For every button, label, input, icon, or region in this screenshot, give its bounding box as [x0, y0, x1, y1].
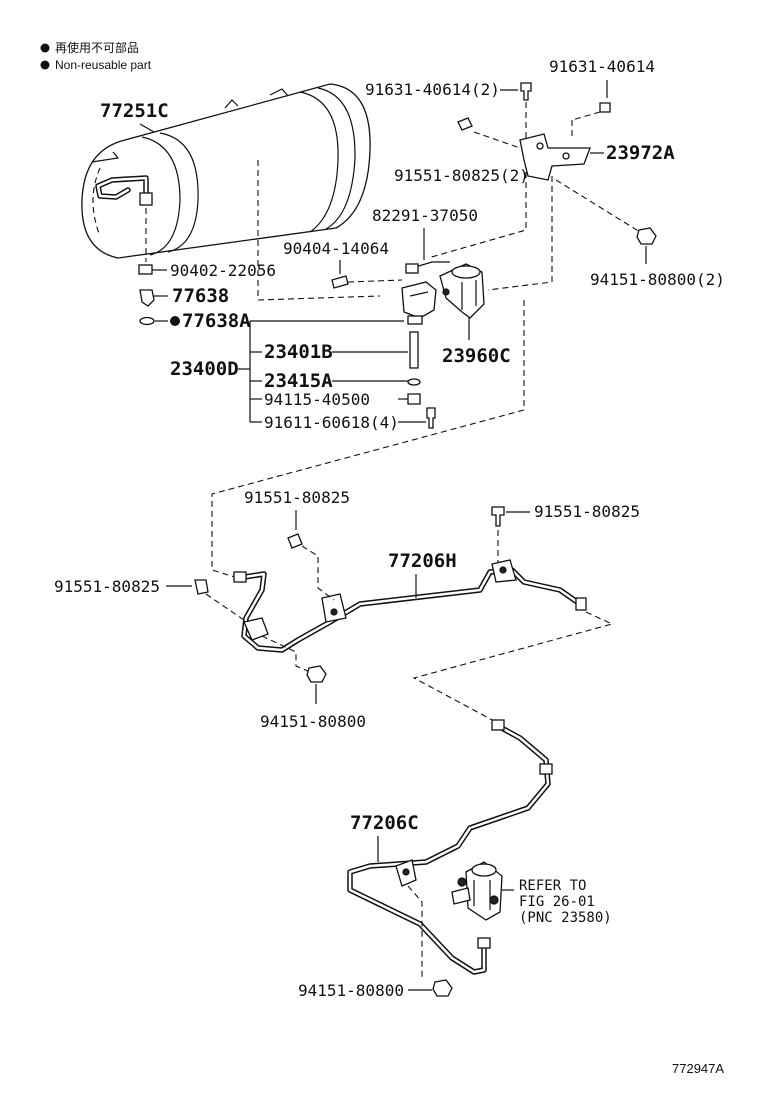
- nut-icon: [636, 227, 657, 245]
- part-label-bolt-top-right: 91631-40614: [549, 57, 655, 76]
- screw-icon: [331, 275, 349, 289]
- o-ring-icon: [139, 316, 155, 326]
- bolt-icon: [194, 579, 209, 595]
- callout-tank: 77251C: [100, 100, 169, 133]
- clamp-bolt-a: 91551-80825: [244, 488, 350, 601]
- nut-icon: [306, 665, 327, 683]
- legend-en: Non-reusable part: [55, 58, 152, 72]
- refer-label-1: REFER TO: [519, 878, 586, 894]
- part-label-washer: 23415A: [264, 370, 333, 392]
- legend-jp: 再使用不可部品: [55, 40, 139, 55]
- clamp-bolt-b: 91551-80825: [491, 502, 640, 562]
- figure-id: 772947A: [672, 1061, 724, 1076]
- bracket-drawing: 23972A: [473, 120, 675, 291]
- part-label-gasket: 90402-22056: [170, 261, 276, 280]
- valve-assy-drawing: [401, 281, 437, 429]
- valve-drawing: 23960C: [439, 263, 511, 367]
- non-reusable-bullet-icon: [40, 60, 50, 70]
- fuel-tank-drawing: [81, 83, 371, 259]
- bolt-icon: [457, 117, 473, 131]
- part-label-clamp-bolt-c: 91551-80825: [54, 577, 160, 596]
- part-label-pipe-lower: 77206C: [350, 812, 419, 834]
- assembly-callouts: 23400D 23401B 23415A 94115-40500 91611-6…: [170, 320, 426, 432]
- sensor-drawing: 82291-37050: [372, 206, 478, 274]
- drain-parts: 90402-22056 77638 77638A: [138, 208, 276, 332]
- part-label-assembly: 23400D: [170, 358, 239, 380]
- part-label-nut-lower: 94151-80800: [298, 981, 404, 1000]
- part-label-oring: 77638A: [182, 310, 251, 332]
- bolt-icon: [287, 533, 303, 549]
- upper-nut: 94151-80800: [260, 635, 366, 731]
- part-label-rod: 23401B: [264, 341, 333, 363]
- bolt-icon: [599, 102, 611, 113]
- part-label-bolt4: 91611-60618(4): [264, 413, 399, 432]
- part-label-valve: 23960C: [442, 345, 511, 367]
- non-reusable-bullet-icon: [40, 43, 50, 53]
- part-label-plug: 77638: [172, 285, 229, 307]
- part-label-clamp-bolt-b: 91551-80825: [534, 502, 640, 521]
- part-label-bracket: 23972A: [606, 142, 675, 164]
- lower-pipe-drawing: 77206C: [347, 719, 553, 975]
- part-label-screw-small: 90404-14064: [283, 239, 389, 258]
- part-label-tank: 77251C: [100, 100, 169, 122]
- part-label-bolt-top-left: 91631-40614(2): [365, 80, 500, 99]
- part-label-pipe-upper: 77206H: [388, 550, 457, 572]
- bolt-icon: [491, 506, 505, 527]
- gasket-icon: [138, 264, 153, 275]
- bolt-icon: [520, 82, 532, 101]
- drain-plug-icon: [139, 289, 155, 307]
- part-label-clamp-bolt-a: 91551-80825: [244, 488, 350, 507]
- refer-label-2: FIG 26-01: [519, 894, 595, 910]
- lower-nut: 94151-80800: [298, 885, 453, 1000]
- part-label-nut-small: 94115-40500: [264, 390, 370, 409]
- bracket-nut: 94151-80800(2): [555, 179, 725, 289]
- refer-label-3: (PNC 23580): [519, 910, 612, 926]
- fuel-pump-drawing: REFER TO FIG 26-01 (PNC 23580): [451, 861, 612, 926]
- part-label-nut-upper: 94151-80800: [260, 712, 366, 731]
- part-label-sensor: 82291-37050: [372, 206, 478, 225]
- upper-pipe-drawing: 77206H: [233, 550, 587, 653]
- nut-icon: [432, 979, 453, 997]
- clamp-bolt-c: 91551-80825: [54, 577, 245, 621]
- bracket-bolt: 91551-80825(2): [394, 117, 529, 185]
- part-label-nut-bracket: 94151-80800(2): [590, 270, 725, 289]
- legend: 再使用不可部品 Non-reusable part: [40, 40, 152, 72]
- top-bolts: 91631-40614(2) 91631-40614: [365, 57, 655, 259]
- non-reusable-bullet-icon: [170, 316, 180, 326]
- small-screw: 90404-14064: [283, 239, 403, 289]
- part-label-bolt-bracket: 91551-80825(2): [394, 166, 529, 185]
